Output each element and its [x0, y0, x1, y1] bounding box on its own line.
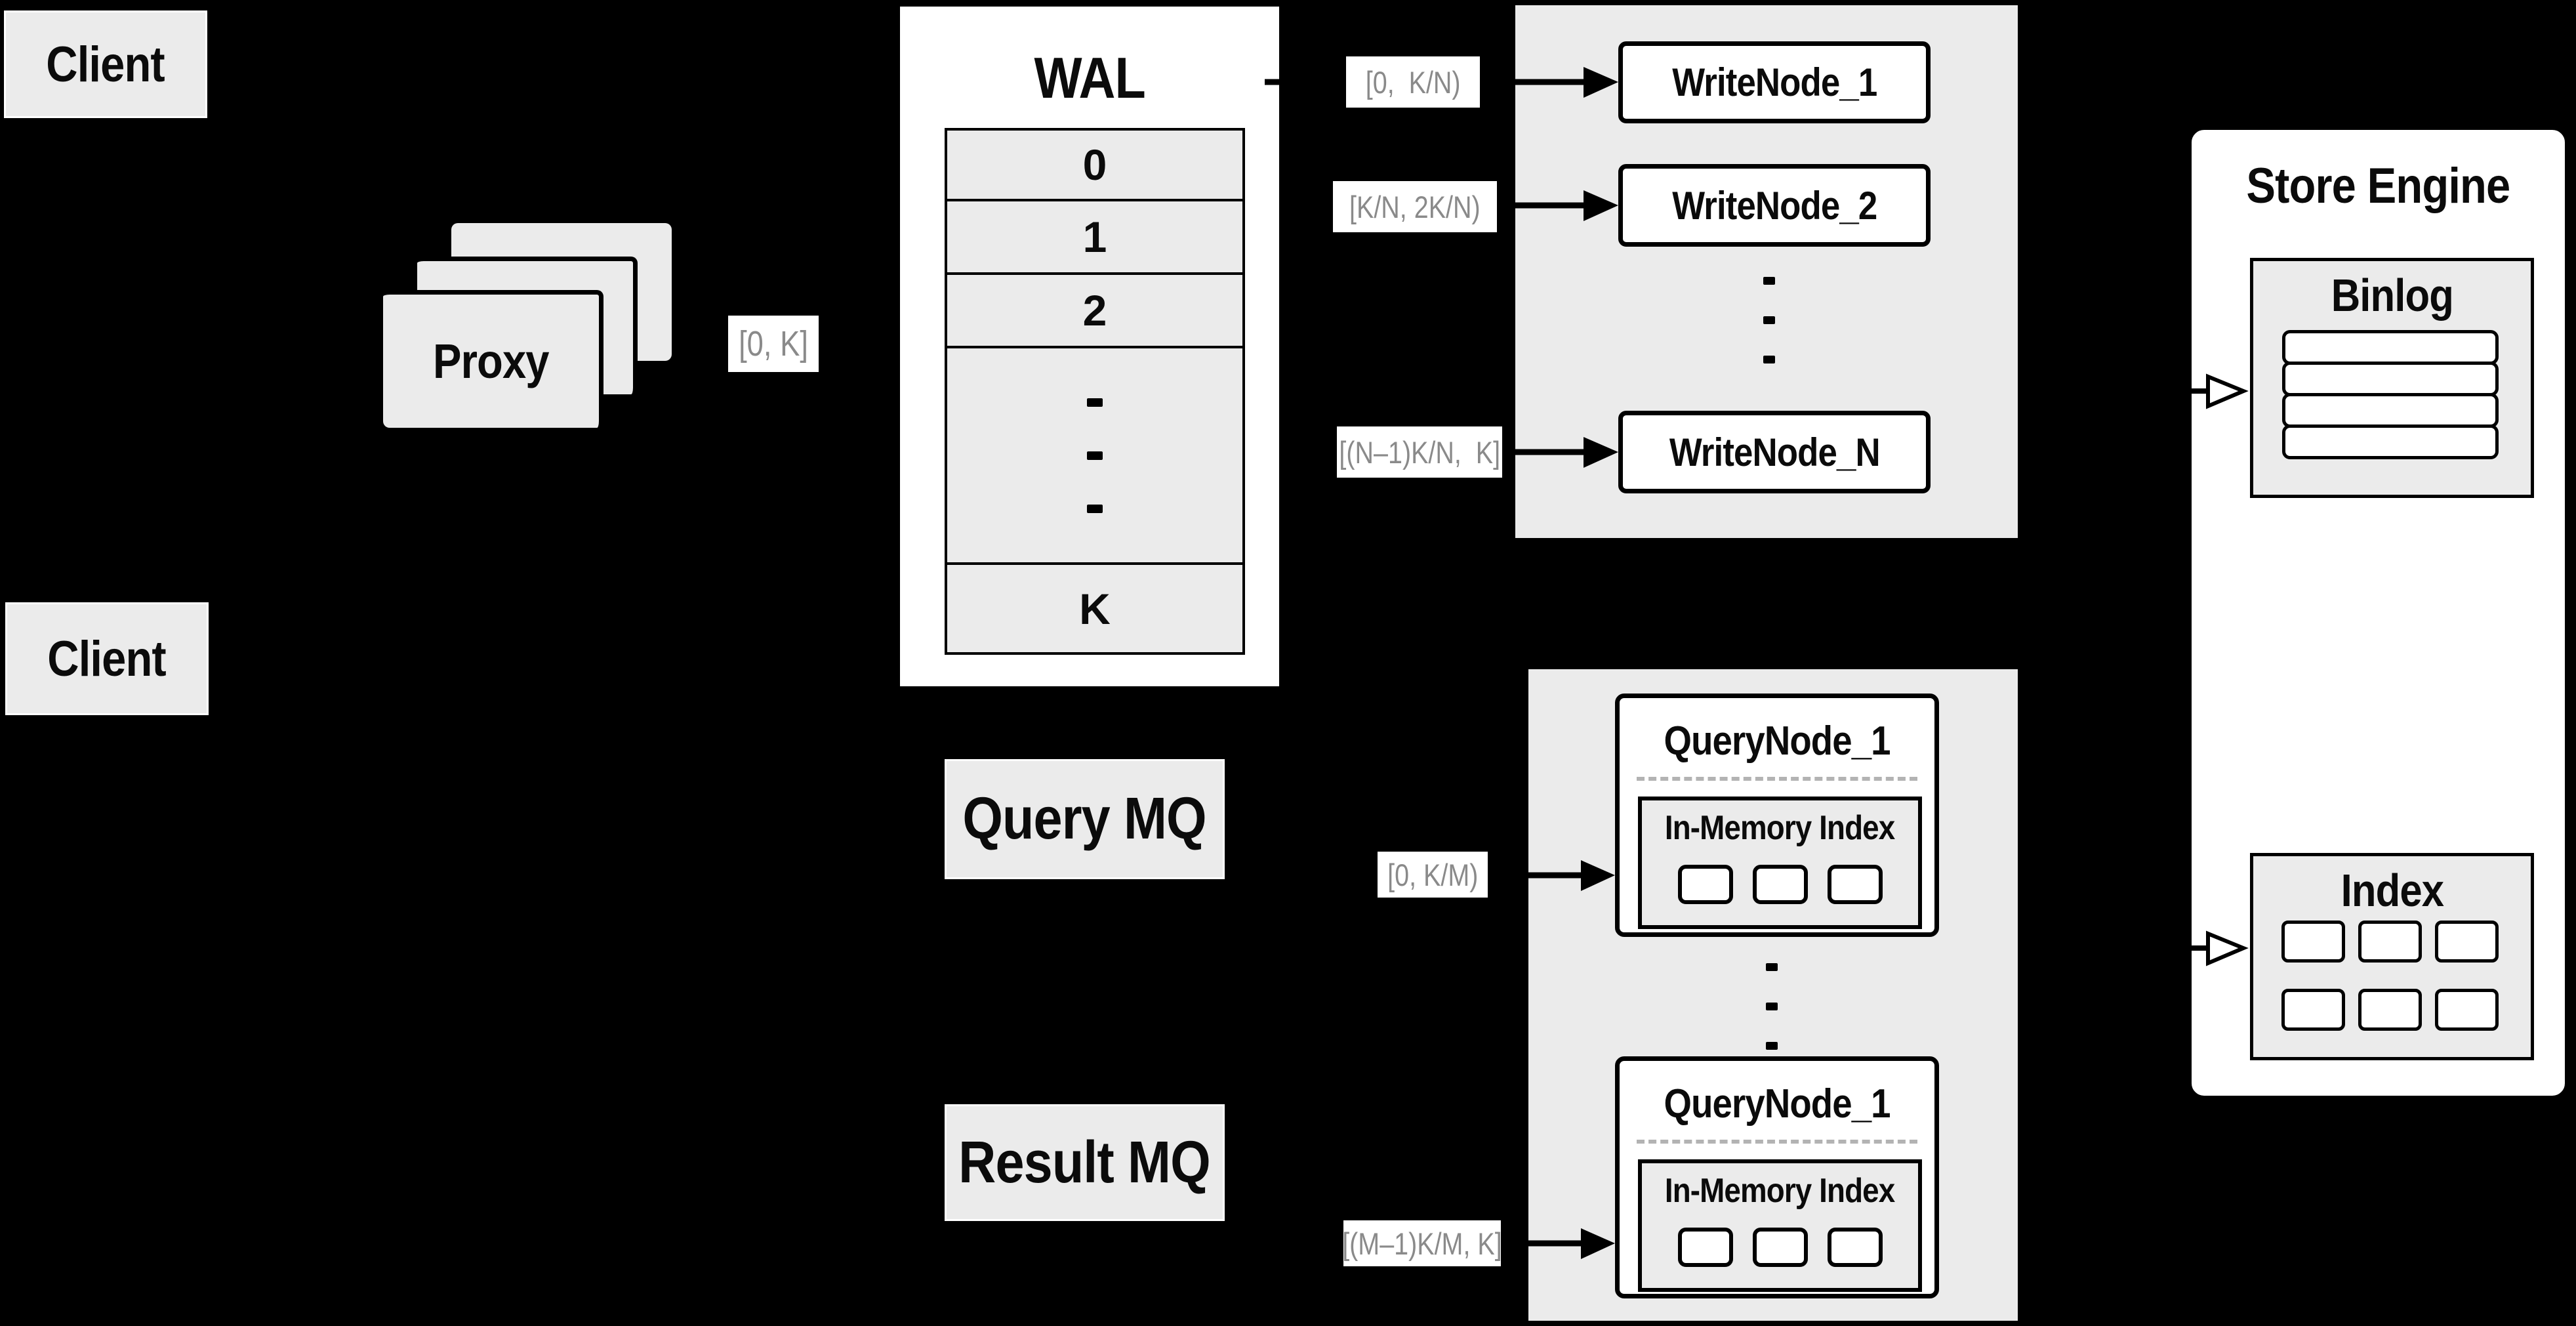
index-title: Index — [2341, 865, 2443, 916]
in-memory-index-title: In-Memory Index — [1665, 1172, 1895, 1210]
segment-cell — [1677, 1228, 1733, 1267]
wal-title: WAL — [1034, 45, 1145, 110]
wal-row-ellipsis — [947, 348, 1242, 565]
client-bottom-box: Client — [5, 602, 209, 715]
client-bottom-label: Client — [47, 631, 167, 687]
querynode-top-title: QueryNode_1 — [1664, 718, 1891, 764]
binlog-row — [2282, 393, 2499, 428]
writenode2-range-label: [K/N, 2K/N) — [1333, 181, 1497, 232]
client-top-box: Client — [4, 10, 207, 118]
segment-cell — [1827, 865, 1883, 904]
querynode-bottom-title: QueryNode_1 — [1664, 1081, 1891, 1127]
binlog-row — [2282, 330, 2499, 365]
segment-cell — [1827, 1228, 1883, 1267]
query-mq-box: Query MQ — [945, 759, 1225, 879]
dashed-separator — [1637, 777, 1917, 781]
index-segment-cells — [1642, 1228, 1918, 1267]
client-top-label: Client — [46, 36, 165, 93]
binlog-row — [2282, 362, 2499, 396]
wal-row: 1 — [947, 201, 1242, 275]
proxy-label: Proxy — [433, 334, 549, 388]
in-memory-index-box: In-Memory Index — [1638, 797, 1922, 929]
binlog-row — [2282, 425, 2499, 459]
writenode-2-box: WriteNode_2 — [1618, 164, 1931, 247]
querynode-bottom-box: QueryNode_1 In-Memory Index — [1615, 1056, 1939, 1298]
wal-row: 2 — [947, 275, 1242, 348]
binlog-title: Binlog — [2331, 270, 2453, 321]
wal-segment-table: 0 1 2 K — [945, 128, 1245, 655]
writenode-n-box: WriteNode_N — [1618, 411, 1931, 493]
index-cell — [2358, 989, 2422, 1031]
store-engine-box: Store Engine Binlog Index — [2190, 128, 2567, 1098]
dashed-separator — [1637, 1140, 1917, 1144]
in-memory-index-title: In-Memory Index — [1665, 809, 1895, 847]
binlog-box: Binlog — [2250, 258, 2534, 498]
index-segment-cells — [1642, 865, 1918, 904]
segment-cell — [1677, 865, 1733, 904]
segment-cell — [1752, 1228, 1808, 1267]
querynodeM-range-label: [(M–1)K/M, K] — [1342, 1220, 1502, 1266]
writenode1-range-label: [0, K/N) — [1346, 56, 1480, 108]
wal-box: WAL 0 1 2 K — [899, 5, 1280, 688]
wal-row: 0 — [947, 131, 1242, 201]
wal-row: K — [947, 565, 1242, 652]
index-cell — [2281, 921, 2345, 963]
index-cell — [2281, 989, 2345, 1031]
index-cell — [2358, 921, 2422, 963]
store-engine-title: Store Engine — [2246, 158, 2511, 214]
writenode-1-box: WriteNode_1 — [1618, 41, 1931, 123]
proxy-range-label: [0, K] — [728, 316, 819, 372]
vertical-ellipsis — [1087, 398, 1103, 513]
index-box: Index — [2250, 853, 2534, 1060]
segment-cell — [1752, 865, 1808, 904]
querynode-top-box: QueryNode_1 In-Memory Index — [1615, 694, 1939, 937]
writenode-ellipsis — [1763, 277, 1775, 363]
querynode1-range-label: [0, K/M) — [1378, 852, 1488, 898]
proxy-stack: Proxy — [383, 223, 672, 433]
in-memory-index-box: In-Memory Index — [1638, 1159, 1922, 1292]
result-mq-box: Result MQ — [945, 1104, 1225, 1221]
writenodeN-range-label: [(N–1)K/N, K] — [1337, 426, 1502, 478]
index-cell — [2435, 989, 2499, 1031]
proxy-card-front: Proxy — [383, 290, 603, 428]
index-cell — [2435, 921, 2499, 963]
querynode-ellipsis — [1766, 963, 1778, 1050]
